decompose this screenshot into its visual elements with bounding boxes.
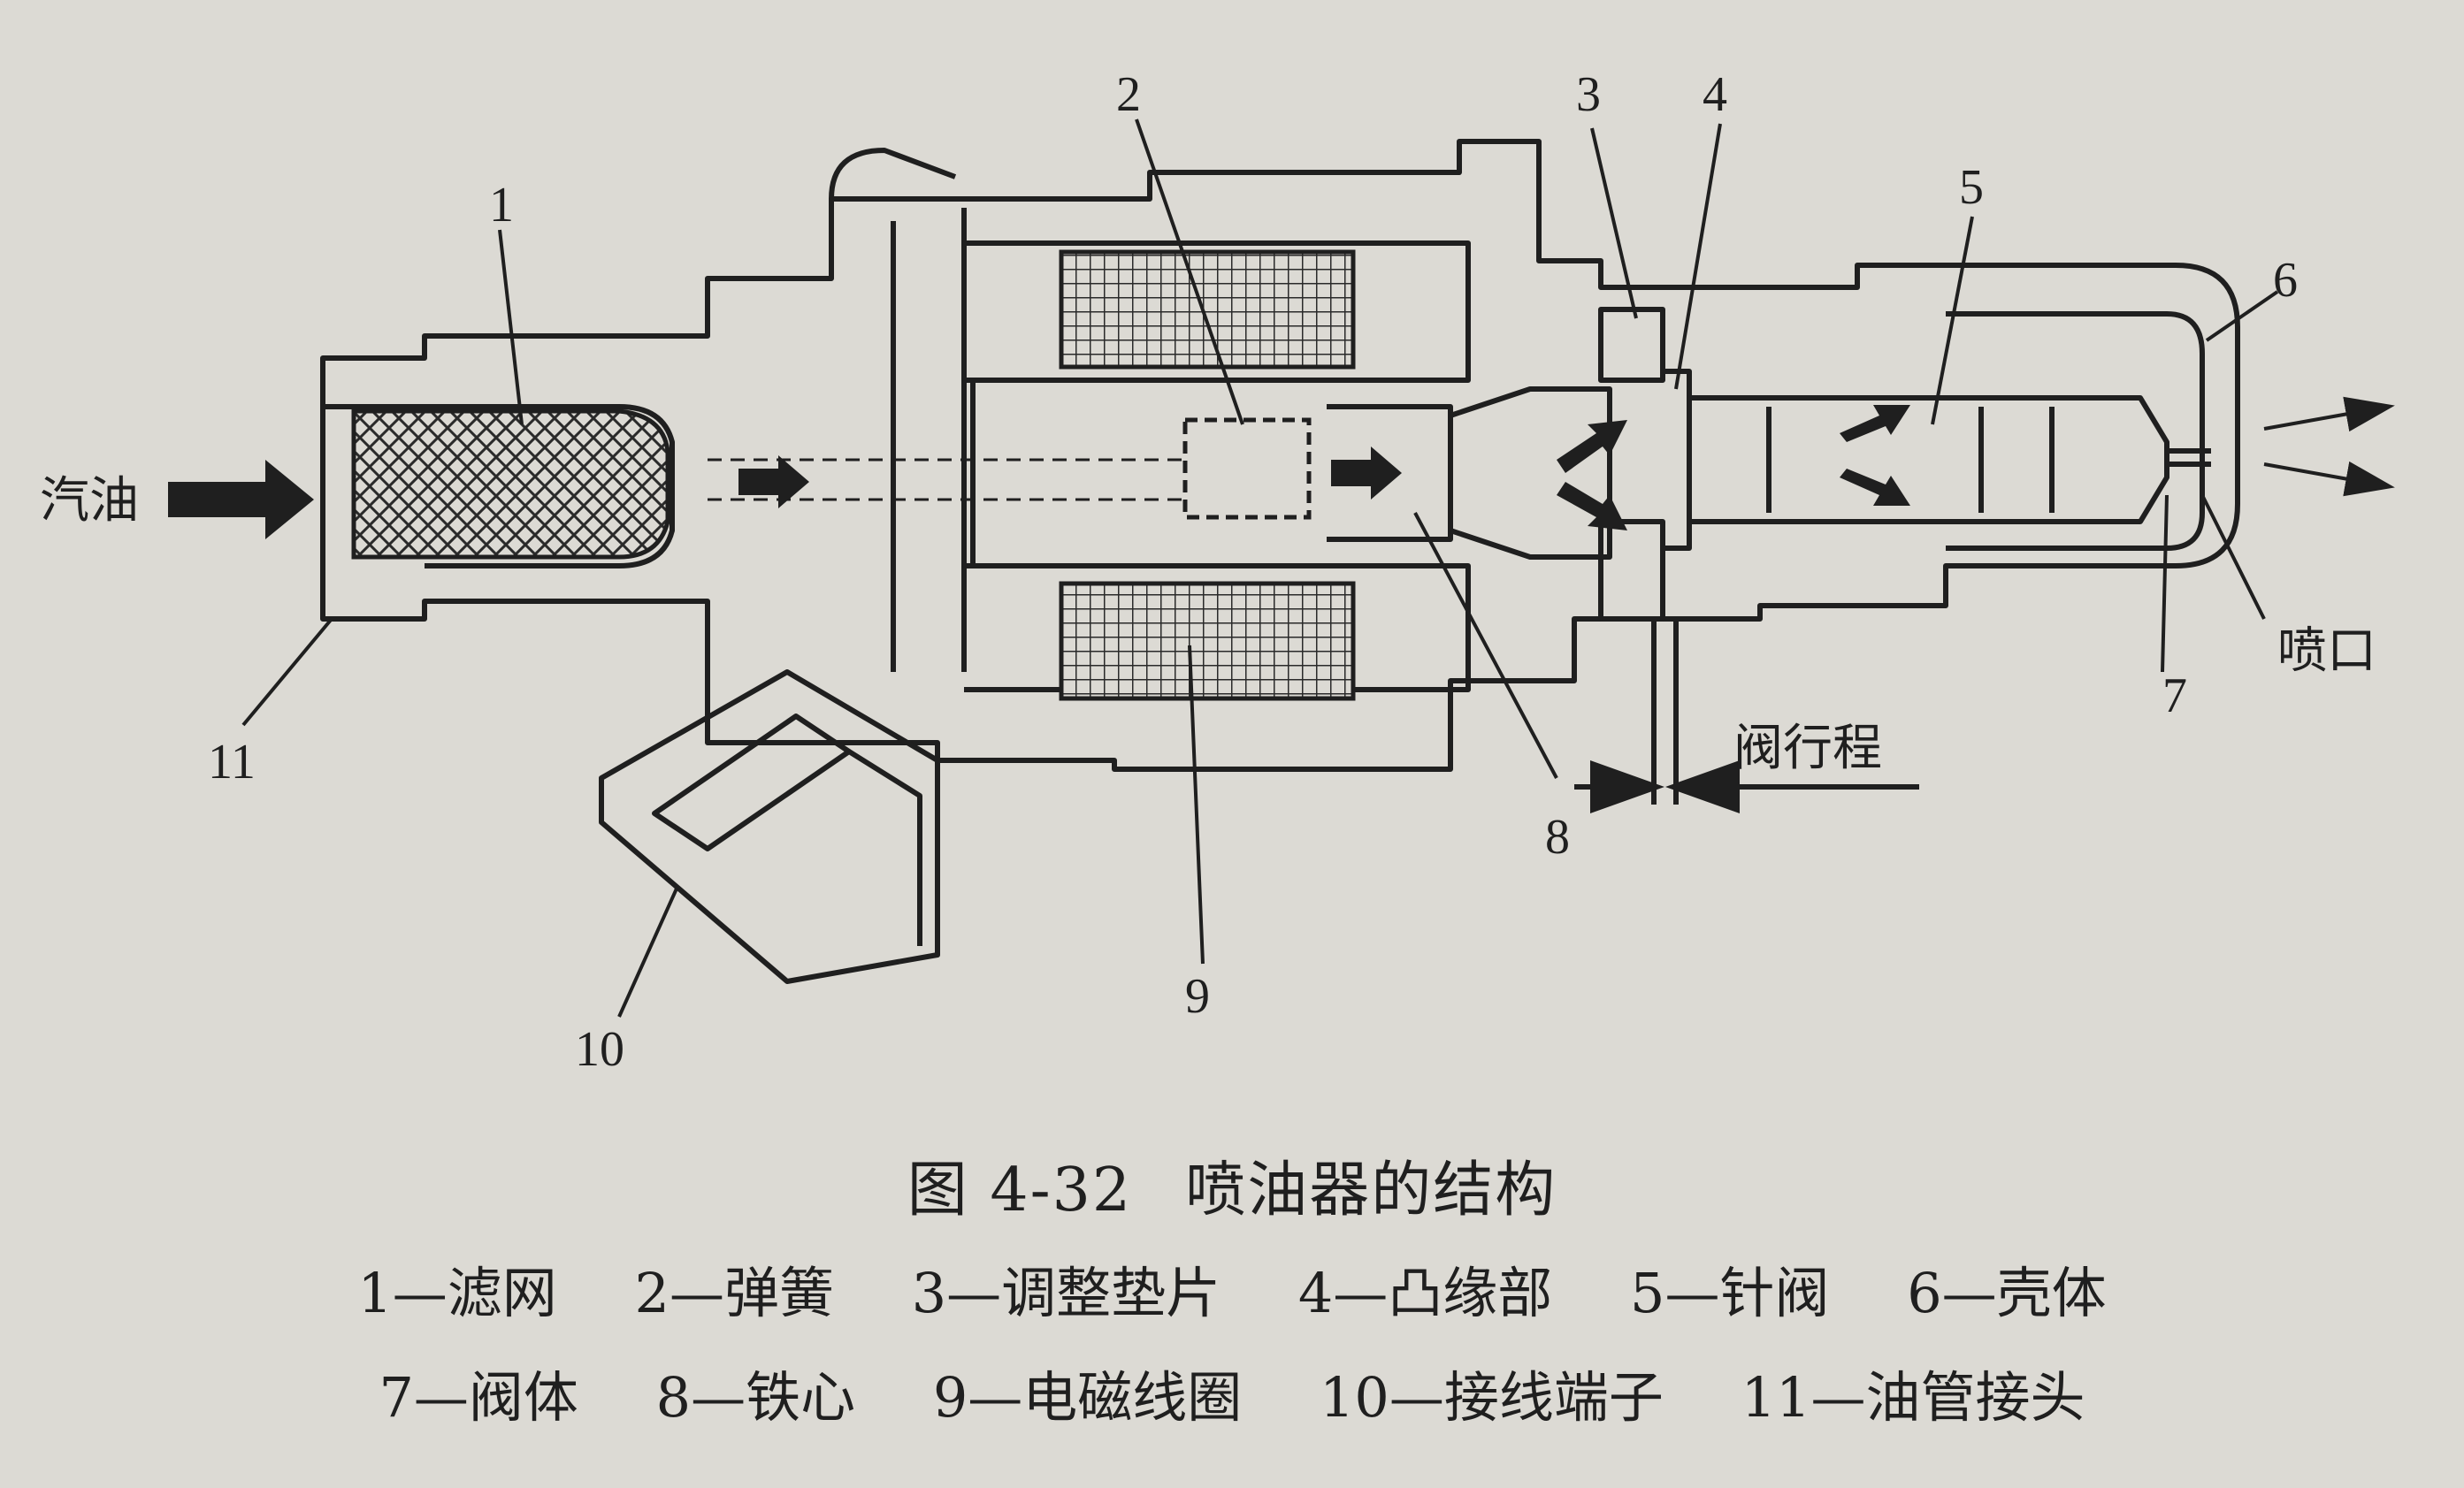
label-3: 3	[1576, 67, 1601, 122]
legend-item: 10—接线端子	[1319, 1365, 1664, 1430]
fuel-inlet-arrow	[168, 460, 314, 539]
spray-arrow-lower	[2263, 461, 2395, 497]
fuel-inlet-label: 汽油	[40, 472, 139, 530]
label-1: 1	[489, 178, 514, 233]
valve-stroke-label: 阀行程	[1733, 720, 1882, 777]
legend-item: 11—油管接头	[1741, 1365, 2085, 1430]
coil-winding-bottom	[1059, 581, 1356, 701]
label-9: 9	[1185, 969, 1210, 1024]
label-8: 8	[1545, 810, 1570, 865]
label-2: 2	[1116, 67, 1141, 122]
legend-item: 8—铁心	[655, 1365, 856, 1430]
spray-arrow-upper	[2263, 396, 2395, 432]
leader-lines	[241, 118, 2279, 1018]
label-7: 7	[2162, 668, 2187, 723]
legend-item: 2—弹簧	[634, 1261, 834, 1325]
flow-arrows	[168, 405, 1910, 539]
legend-item: 7—阀体	[379, 1365, 578, 1430]
nozzle-label: 喷口	[2277, 622, 2376, 680]
legend-row-1: 1—滤网 2—弹簧 3—调整垫片 4—凸缘部 5—针阀 6—壳体	[0, 1248, 2464, 1328]
filter-mesh	[351, 408, 670, 560]
figure-caption: 图 4-32 喷油器的结构	[0, 1141, 2464, 1228]
label-6: 6	[2273, 253, 2298, 308]
label-10: 10	[575, 1022, 624, 1077]
label-5: 5	[1959, 160, 1984, 215]
spring	[1182, 417, 1312, 520]
legend-item: 3—调整垫片	[911, 1261, 1221, 1325]
figure-number: 图 4-32	[907, 1156, 1133, 1225]
injector-outline	[320, 139, 2240, 984]
legend-item: 4—凸缘部	[1297, 1261, 1553, 1325]
legend-item: 1—滤网	[357, 1261, 557, 1325]
label-11: 11	[208, 735, 256, 790]
label-4: 4	[1703, 67, 1727, 122]
legend-row-2: 7—阀体 8—铁心 9—电磁线圈 10—接线端子 11—油管接头	[0, 1353, 2464, 1432]
coil-winding-top	[1059, 249, 1356, 370]
legend-item: 6—壳体	[1907, 1261, 2107, 1325]
legend-item: 5—针阀	[1630, 1261, 1830, 1325]
figure-title: 喷油器的结构	[1185, 1156, 1557, 1225]
legend-item: 9—电磁线圈	[932, 1365, 1243, 1430]
